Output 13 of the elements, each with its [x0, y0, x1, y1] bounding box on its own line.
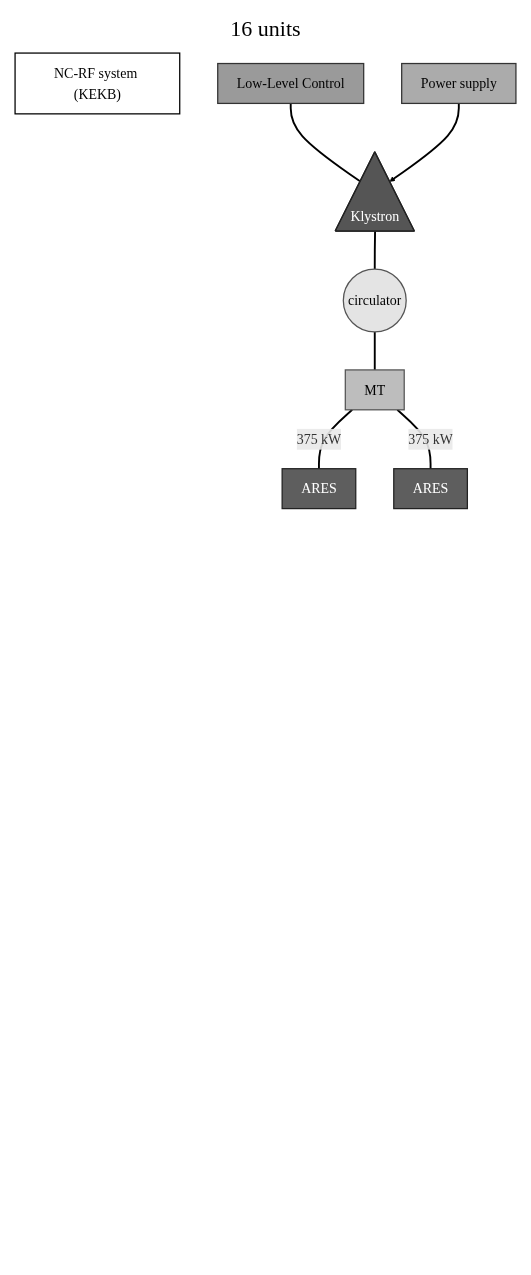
connector — [289, 102, 362, 183]
connector — [373, 330, 376, 371]
edge-label: 375 kW — [296, 431, 342, 448]
node-box: ARES — [393, 468, 468, 510]
edge-label: 375 kW — [408, 431, 453, 448]
node-box: NC-RF system (KEKB) — [14, 52, 181, 115]
node-box: Power supply — [401, 62, 517, 105]
node-box: Low-Level Control — [217, 62, 365, 105]
note-text: 16 units — [230, 16, 301, 42]
node-box: ARES — [281, 468, 357, 510]
node-circle: circulator — [342, 268, 407, 333]
node-box: MT — [344, 369, 405, 411]
arrow — [389, 102, 460, 182]
